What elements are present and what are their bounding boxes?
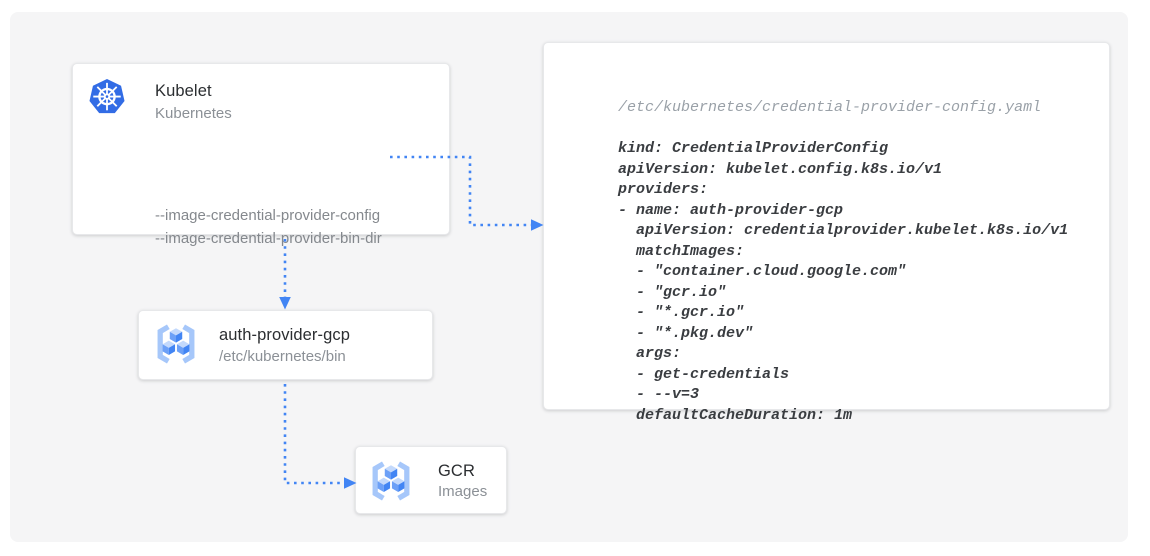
cube-top-center [169,328,183,343]
gcr-subtitle: Images [438,483,488,500]
credential-provider-config-card: /etc/kubernetes/credential-provider-conf… [543,42,1110,424]
auth-provider-path: /etc/kubernetes/bin [219,348,346,365]
kubelet-flags: --image-credential-provider-config --ima… [155,204,382,250]
flag-image-credential-provider-bin-dir: --image-credential-provider-bin-dir [155,230,382,247]
cube-bottom-left [162,340,176,356]
container-registry-icon [157,324,195,364]
flag-image-credential-provider-config: --image-credential-provider-config [155,207,381,224]
container-registry-icon [372,461,410,501]
auth-provider-title: auth-provider-gcp [219,326,351,344]
kubelet-card: Kubelet Kubernetes --image-credential-pr… [72,63,450,247]
gcr-card: GCR Images [355,446,507,514]
config-yaml-code: kind: CredentialProviderConfig apiVersio… [618,140,1069,424]
cube-top-center [384,465,398,480]
cube-bottom-right [176,340,190,356]
kubelet-subtitle: Kubernetes [155,105,232,122]
cube-bottom-right [391,477,405,493]
cube-bottom-left [377,477,391,493]
auth-provider-gcp-card: auth-provider-gcp /etc/kubernetes/bin [138,310,433,380]
kubelet-title: Kubelet [155,82,212,100]
config-filename: /etc/kubernetes/credential-provider-conf… [618,99,1042,116]
gcr-title: GCR [438,462,475,480]
kubernetes-helm-icon [89,79,125,114]
